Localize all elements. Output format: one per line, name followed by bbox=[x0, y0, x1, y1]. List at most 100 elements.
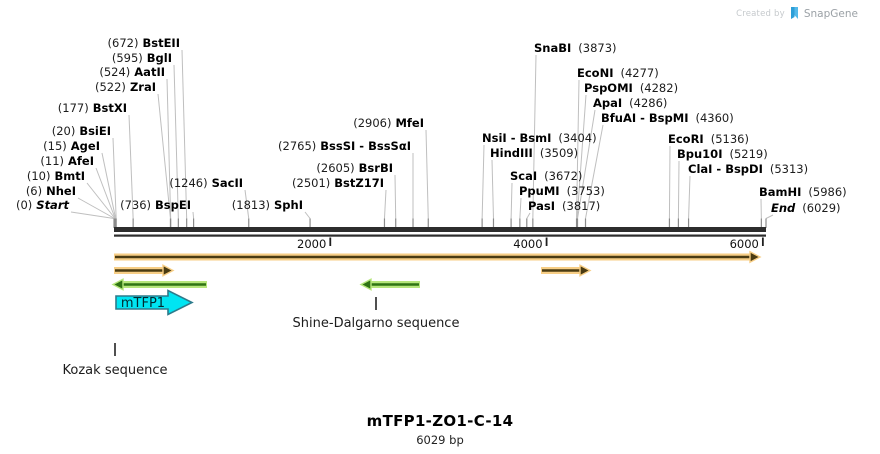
enzyme-name: BsrBI bbox=[358, 161, 393, 175]
enzyme-label-BstZ17I[interactable]: (2501)BstZ17I bbox=[292, 177, 384, 190]
enzyme-name: PspOMI bbox=[584, 81, 633, 95]
enzyme-name: NheI bbox=[46, 184, 76, 198]
enzyme-connector-line bbox=[585, 124, 604, 219]
enzyme-position: (672) bbox=[107, 36, 139, 50]
enzyme-connector-line bbox=[519, 197, 522, 219]
ruler-label: 4000 bbox=[513, 237, 542, 251]
enzyme-connector-line bbox=[394, 174, 397, 219]
cds-mtfp1-arrow[interactable] bbox=[115, 289, 194, 316]
enzyme-name: Start bbox=[36, 198, 69, 212]
enzyme-label-Start[interactable]: (0)Start bbox=[16, 199, 69, 212]
enzyme-label-NsiI-BsmI[interactable]: NsiI - BsmI(3404) bbox=[482, 132, 597, 145]
enzyme-connector-line bbox=[688, 175, 691, 219]
enzyme-label-AatII[interactable]: (524)AatII bbox=[99, 66, 165, 79]
enzyme-connector-line bbox=[157, 93, 171, 219]
enzyme-position: (4286) bbox=[629, 96, 668, 110]
enzyme-position: (4277) bbox=[620, 66, 659, 80]
enzyme-connector-line bbox=[192, 211, 195, 219]
enzyme-label-BsiEI[interactable]: (20)BsiEI bbox=[52, 125, 111, 138]
enzyme-label-BssSI-BssS-I[interactable]: (2765)BssSI - BssSαI bbox=[278, 140, 411, 153]
enzyme-name: MfeI bbox=[395, 116, 424, 130]
enzyme-label-ScaI[interactable]: ScaI(3672) bbox=[510, 170, 582, 183]
enzyme-position: (5219) bbox=[729, 147, 768, 161]
enzyme-label-PasI[interactable]: PasI (3817) bbox=[528, 200, 600, 213]
enzyme-label-NheI[interactable]: (6)NheI bbox=[26, 185, 76, 198]
enzyme-name: AgeI bbox=[70, 139, 100, 153]
enzyme-position: (3873) bbox=[578, 41, 617, 55]
enzyme-label-BsrBI[interactable]: (2605)BsrBI bbox=[316, 162, 393, 175]
enzyme-name: PasI bbox=[528, 199, 556, 213]
enzyme-label-SacII[interactable]: (1246)SacII bbox=[169, 177, 243, 190]
enzyme-connector-line bbox=[765, 214, 774, 219]
enzyme-label-AfeI[interactable]: (11)AfeI bbox=[40, 155, 94, 168]
map-size: 6029 bp bbox=[416, 433, 464, 447]
enzyme-name: PpuMI bbox=[519, 184, 560, 198]
enzyme-position: (6) bbox=[25, 184, 43, 198]
enzyme-label-HindIII[interactable]: HindIII(3509) bbox=[490, 147, 578, 160]
enzyme-position: (4360) bbox=[695, 111, 734, 125]
enzyme-connector-line bbox=[181, 49, 188, 219]
enzyme-label-Bpu10I[interactable]: Bpu10I (5219) bbox=[677, 148, 768, 161]
enzyme-label-SnaBI[interactable]: SnaBI (3873) bbox=[534, 42, 617, 55]
enzyme-label-BglI[interactable]: (595)BglI bbox=[112, 52, 172, 65]
enzyme-label-End[interactable]: End(6029) bbox=[771, 202, 841, 215]
enzyme-position: (10) bbox=[26, 169, 51, 183]
enzyme-label-BspEI[interactable]: (736)BspEI bbox=[120, 199, 191, 212]
enzyme-label-BstXI[interactable]: (177)BstXI bbox=[58, 102, 127, 115]
enzyme-name: ClaI - BspDI bbox=[688, 162, 763, 176]
orf-frame-full-arrowhead[interactable] bbox=[749, 250, 762, 264]
enzyme-label-PpuMI[interactable]: PpuMI(3753) bbox=[519, 185, 605, 198]
enzyme-label-BstEII[interactable]: (672)BstEII bbox=[108, 37, 180, 50]
enzyme-label-EcoRI[interactable]: EcoRI(5136) bbox=[668, 133, 749, 146]
enzyme-label-ApaI[interactable]: ApaI(4286) bbox=[593, 97, 667, 110]
ruler-label: 2000 bbox=[297, 237, 326, 251]
orf-reverse-a-arrowhead[interactable] bbox=[111, 278, 124, 291]
enzyme-label-BmtI[interactable]: (10)BmtI bbox=[27, 170, 85, 183]
enzyme-name: BstEII bbox=[142, 36, 180, 50]
enzyme-name: EcoRI bbox=[668, 132, 704, 146]
orf-frame-b-arrowhead[interactable] bbox=[579, 264, 592, 277]
enzyme-label-ZraI[interactable]: (522)ZraI bbox=[95, 81, 156, 94]
enzyme-connector-line bbox=[510, 182, 513, 219]
enzyme-name: BfuAI - BspMI bbox=[601, 111, 689, 125]
enzyme-position: (3509) bbox=[539, 146, 579, 160]
enzyme-label-EcoNI[interactable]: EcoNI (4277) bbox=[577, 67, 659, 80]
sequence-bar bbox=[114, 227, 766, 232]
enzyme-name: BstXI bbox=[92, 101, 127, 115]
enzyme-connector-line bbox=[101, 152, 117, 219]
enzyme-connector-line bbox=[173, 64, 179, 219]
enzyme-name: BstZ17I bbox=[334, 176, 384, 190]
orf-reverse-b-arrowhead[interactable] bbox=[359, 278, 372, 291]
enzyme-name: End bbox=[771, 201, 796, 215]
enzyme-connector-line bbox=[576, 94, 587, 219]
sequence-bar-underline bbox=[114, 234, 766, 237]
orf-frame-a-arrowhead[interactable] bbox=[162, 264, 175, 277]
enzyme-position: (3817) bbox=[562, 199, 601, 213]
enzyme-label-AgeI[interactable]: (15)AgeI bbox=[43, 140, 100, 153]
enzyme-name: BspEI bbox=[155, 198, 191, 212]
enzyme-connector-line bbox=[70, 211, 115, 219]
map-title: mTFP1-ZO1-C-14 bbox=[366, 412, 514, 430]
enzyme-position: (736) bbox=[120, 198, 152, 212]
enzyme-label-PspOMI[interactable]: PspOMI(4282) bbox=[584, 82, 678, 95]
enzyme-label-BamHI[interactable]: BamHI(5986) bbox=[759, 186, 847, 199]
ruler-label: 6000 bbox=[730, 237, 759, 251]
enzyme-name: SnaBI bbox=[534, 41, 572, 55]
cds-mtfp1-label[interactable]: mTFP1 bbox=[121, 296, 165, 311]
enzyme-label-BfuAI-BspMI[interactable]: BfuAI - BspMI (4360) bbox=[601, 112, 734, 125]
enzyme-connector-line bbox=[532, 54, 537, 219]
enzyme-connector-line bbox=[425, 129, 429, 219]
enzyme-label-SphI[interactable]: (1813)SphI bbox=[232, 199, 303, 212]
enzyme-position: (1246) bbox=[169, 176, 208, 190]
enzyme-position: (2765) bbox=[278, 139, 317, 153]
enzyme-name: Bpu10I bbox=[677, 147, 723, 161]
enzyme-name: SphI bbox=[274, 198, 303, 212]
enzyme-label-ClaI-BspDI[interactable]: ClaI - BspDI(5313) bbox=[688, 163, 808, 176]
enzyme-position: (595) bbox=[111, 51, 143, 65]
enzyme-name: EcoNI bbox=[577, 66, 614, 80]
credit-brand: SnapGene bbox=[803, 7, 858, 20]
enzyme-label-MfeI[interactable]: (2906)MfeI bbox=[353, 117, 424, 130]
